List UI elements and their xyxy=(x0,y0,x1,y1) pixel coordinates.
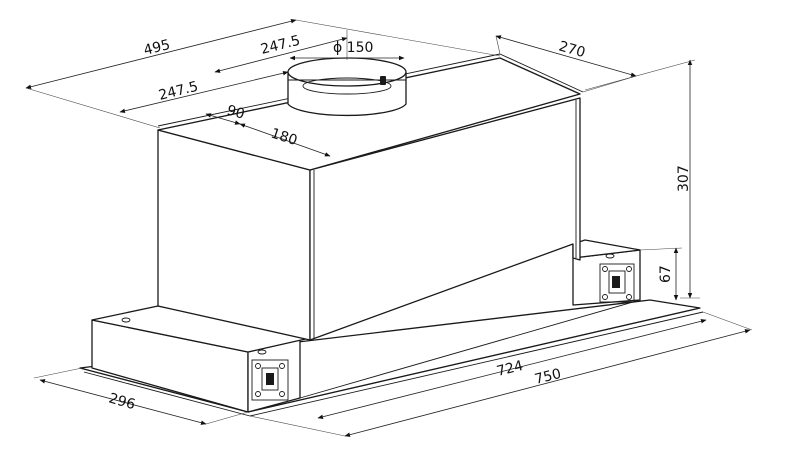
tray-holes xyxy=(121,253,615,355)
dim-495: 495 xyxy=(142,37,172,59)
dimension-lines xyxy=(25,19,753,437)
dim-307: 307 xyxy=(676,165,692,192)
duct-collar xyxy=(287,57,407,117)
dim-247-5-upper: 247.5 xyxy=(259,33,302,58)
dim-67: 67 xyxy=(658,265,674,283)
dim-270: 270 xyxy=(557,38,587,61)
dim-180: 180 xyxy=(269,126,299,149)
dim-724: 724 xyxy=(495,358,525,380)
dim-90: 90 xyxy=(225,102,247,122)
right-bracket xyxy=(599,263,635,303)
dim-750: 750 xyxy=(533,366,563,388)
dim-247-5-lower: 247.5 xyxy=(157,79,200,104)
left-bracket xyxy=(251,359,289,401)
dim-phi-150: ϕ 150 xyxy=(333,40,373,56)
dim-296: 296 xyxy=(107,390,137,413)
